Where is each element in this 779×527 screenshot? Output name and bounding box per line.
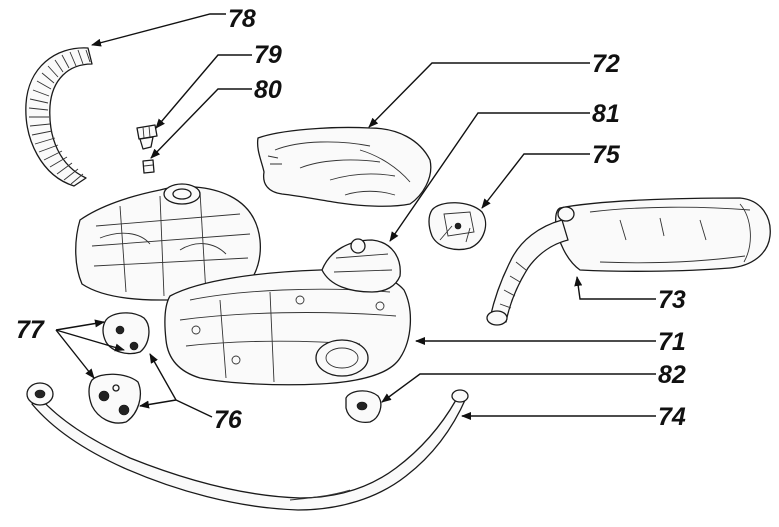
component-82-part <box>345 390 382 424</box>
leader-76b <box>139 399 177 409</box>
frame-rod-part <box>26 382 469 511</box>
part-labels: 78 79 80 72 81 75 73 71 77 82 76 74 <box>16 5 686 434</box>
intake-duct-part <box>25 47 93 187</box>
engine-cover-part <box>256 126 432 207</box>
leader-77a <box>55 319 105 331</box>
fitting-79-part <box>136 124 158 150</box>
part-number-78: 78 <box>228 5 256 33</box>
part-number-82: 82 <box>658 361 686 389</box>
leader-73 <box>574 276 656 300</box>
engine-assembly-part <box>75 183 412 386</box>
part-number-76: 76 <box>214 406 243 434</box>
leader-72 <box>368 62 590 128</box>
part-number-71: 71 <box>658 328 686 356</box>
leader-82 <box>381 373 656 403</box>
leader-78 <box>91 13 226 47</box>
part-number-74: 74 <box>658 403 686 431</box>
part-number-79: 79 <box>254 41 282 69</box>
leader-lines <box>55 13 656 420</box>
part-number-80: 80 <box>254 76 282 104</box>
part-number-81: 81 <box>592 100 620 128</box>
engine-bracket-part <box>88 312 150 424</box>
part-number-75: 75 <box>592 141 621 169</box>
part-number-73: 73 <box>658 286 686 314</box>
component-75-part <box>428 202 487 251</box>
exhaust-muffler-part <box>486 197 771 326</box>
part-number-72: 72 <box>592 50 620 78</box>
leader-75 <box>481 153 590 209</box>
leader-80 <box>150 88 252 159</box>
part-number-77: 77 <box>16 316 45 344</box>
leader-81 <box>389 112 590 242</box>
fitting-80-part <box>142 159 155 174</box>
leader-79 <box>155 54 252 129</box>
leader-77c <box>55 329 95 379</box>
leader-77b <box>55 329 125 352</box>
